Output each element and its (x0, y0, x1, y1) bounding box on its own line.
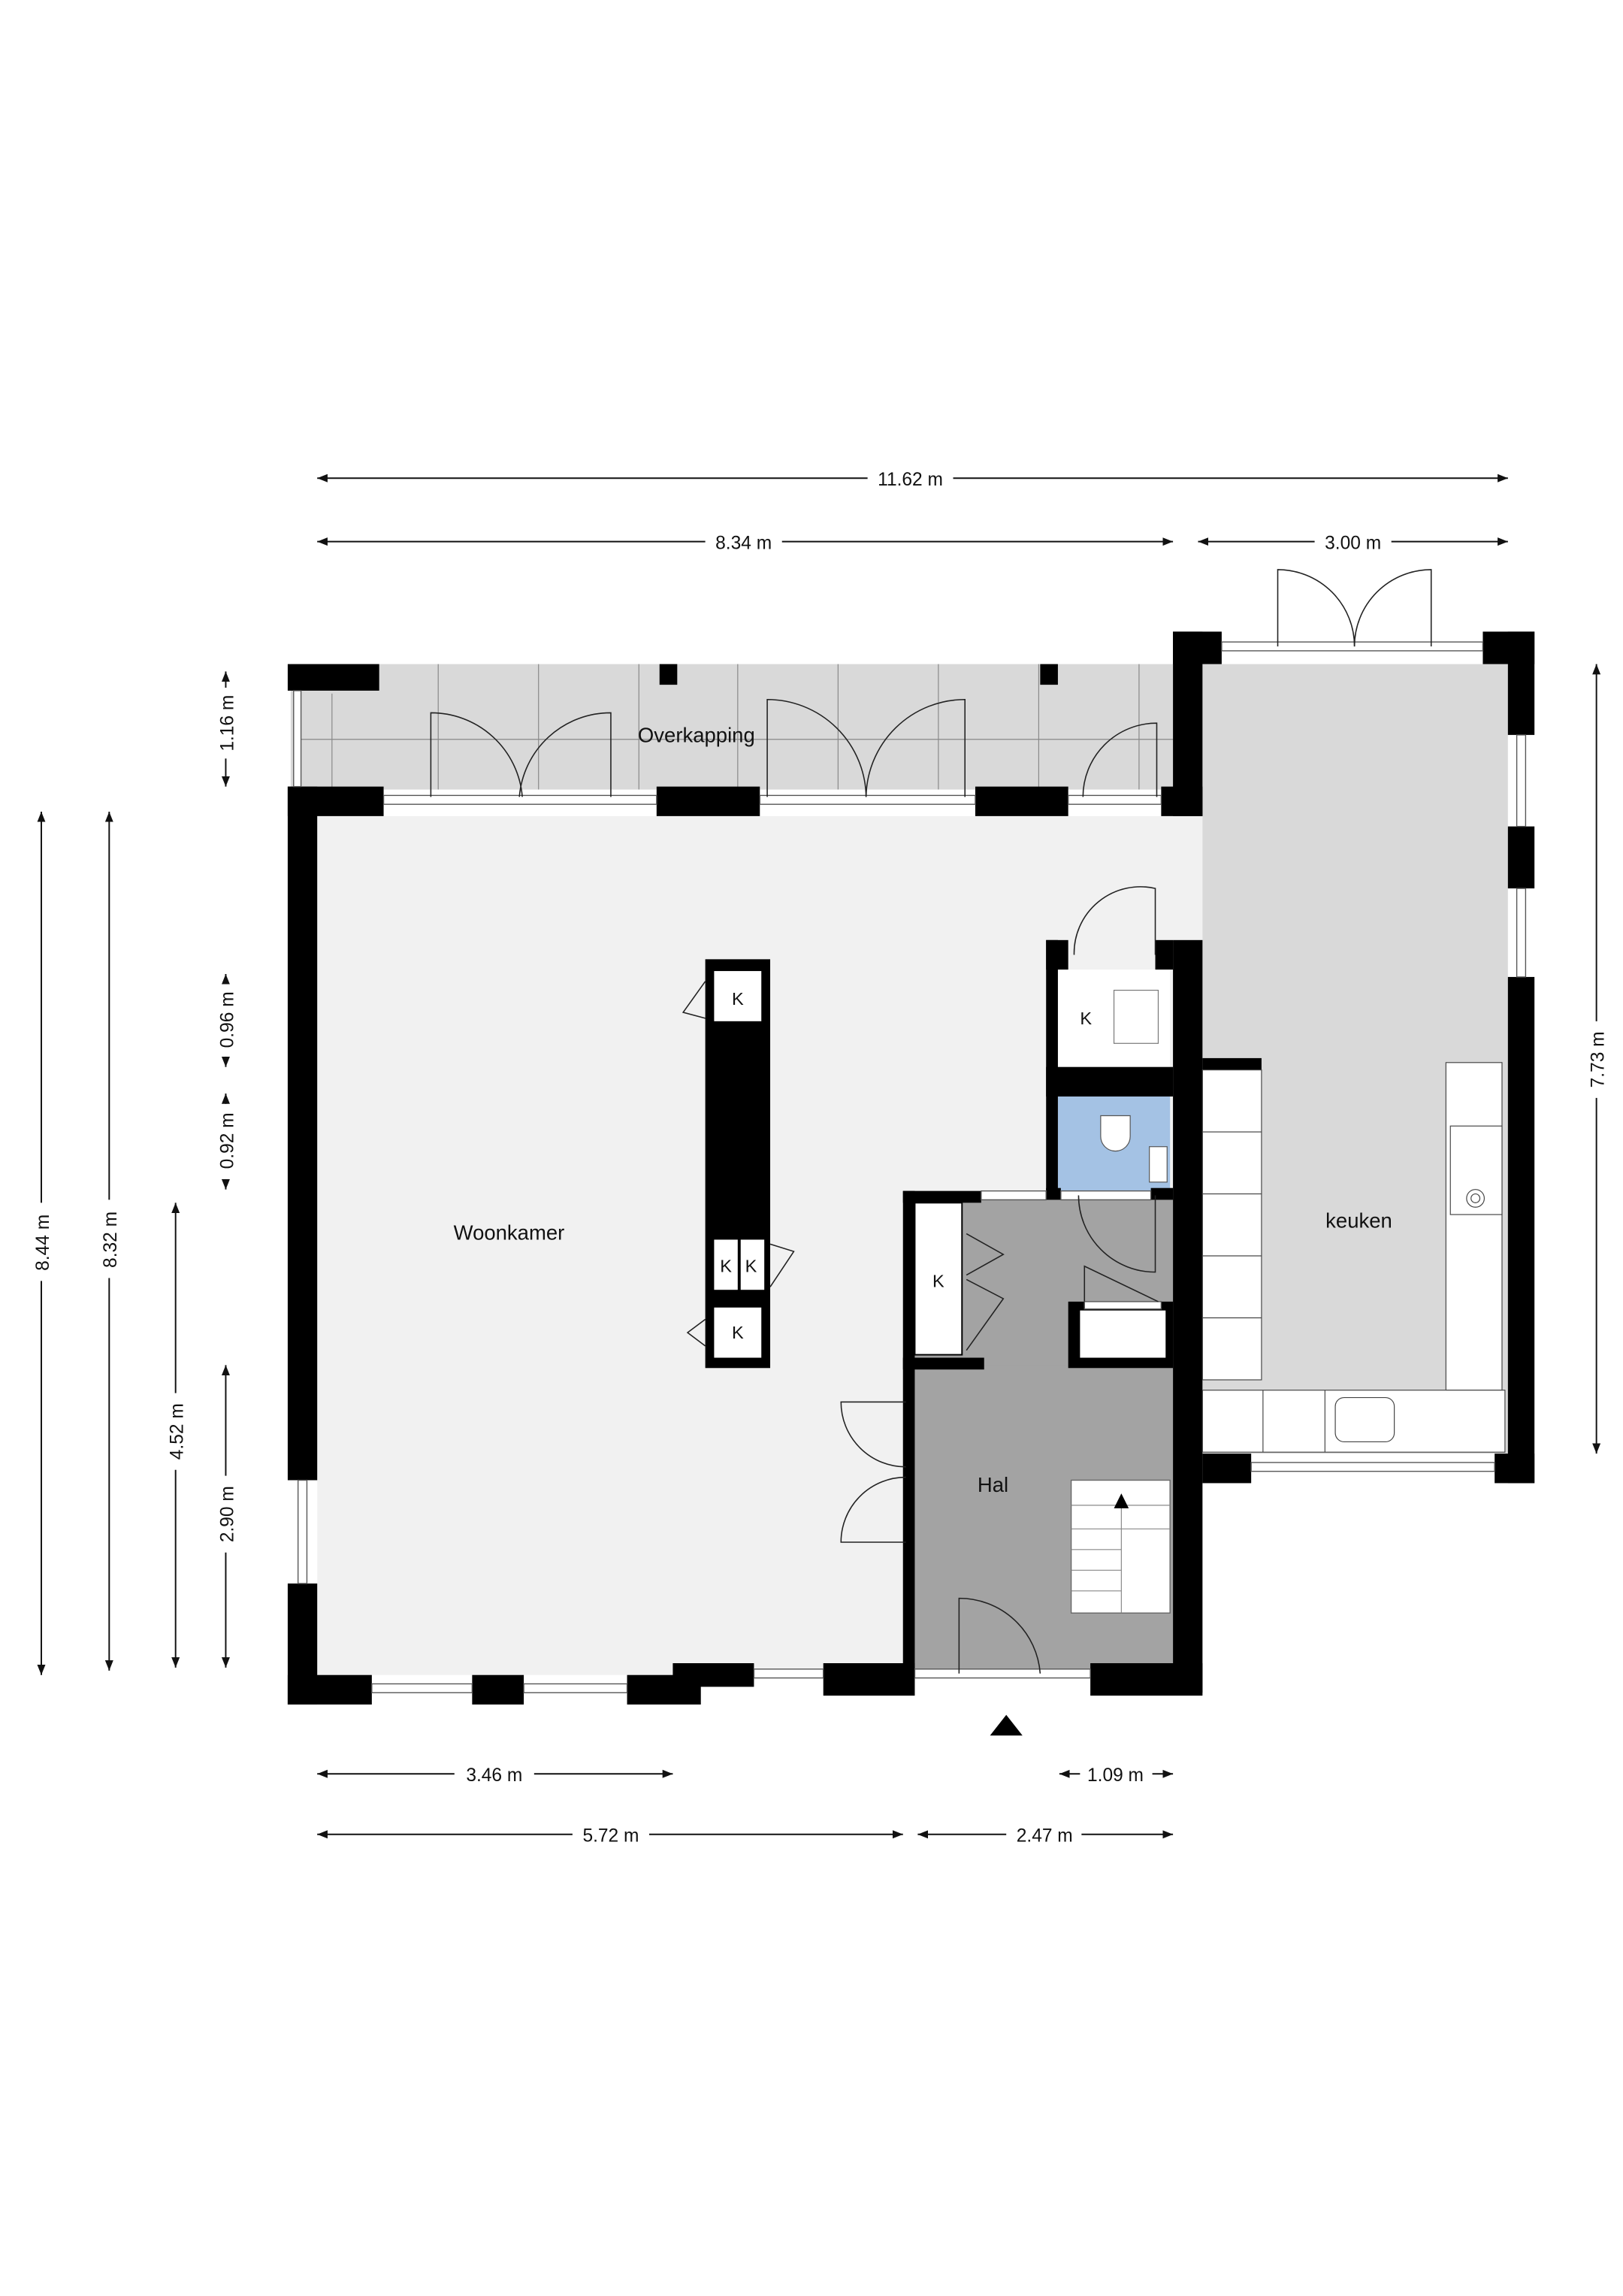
column-closet-top (714, 971, 762, 1021)
entrance-arrow-icon (990, 1714, 1023, 1736)
closet-label: K (1080, 1009, 1092, 1028)
staircase (1070, 1479, 1171, 1614)
dimension-label: 7.73 m (1588, 1031, 1608, 1087)
closet-label: K (732, 989, 744, 1009)
windows (293, 641, 1527, 1693)
dimension-label: 8.44 m (33, 1215, 53, 1271)
column-closet-mid-b (740, 1239, 765, 1290)
dimension-label: 3.46 m (466, 1765, 522, 1786)
room-label-hal: Hal (978, 1473, 1008, 1496)
meter-cupboard (1080, 1310, 1166, 1358)
dimension-label: 4.52 m (167, 1403, 187, 1460)
column-closet-bottom (714, 1307, 762, 1358)
dimension-lines (37, 473, 1601, 1839)
column-closet-mid-a (714, 1239, 738, 1290)
closet-label: K (745, 1257, 757, 1276)
closet-label: K (932, 1271, 944, 1290)
dimension-label: 2.90 m (217, 1486, 237, 1542)
dimension-label: 0.96 m (217, 991, 237, 1048)
dimension-label: 3.00 m (1325, 533, 1381, 553)
room-label-woonkamer: Woonkamer (454, 1221, 565, 1244)
dimension-label: 1.16 m (217, 695, 237, 752)
washing-machine (1113, 989, 1159, 1044)
central-column (705, 959, 771, 1369)
toilet (1100, 1115, 1168, 1183)
dimension-label: 8.34 m (715, 533, 772, 553)
dimension-label: 5.72 m (582, 1826, 639, 1847)
closet-label: K (732, 1323, 744, 1342)
dimension-label: 2.47 m (1017, 1826, 1073, 1847)
overkapping-grid (299, 664, 1174, 790)
doors (430, 569, 1432, 1674)
dimension-label: 1.09 m (1087, 1765, 1144, 1786)
closet-label: K (720, 1257, 732, 1276)
dimension-label: 0.92 m (217, 1112, 237, 1169)
dimension-label: 8.32 m (101, 1212, 121, 1268)
walls (287, 631, 1535, 1705)
room-label-overkapping: Overkapping (638, 724, 755, 747)
kitchen-units (1201, 1062, 1506, 1453)
dimension-label: 11.62 m (878, 470, 943, 490)
room-label-keuken: keuken (1325, 1209, 1392, 1233)
hal-closet (914, 1202, 963, 1356)
overkapping-floor (290, 664, 1174, 790)
